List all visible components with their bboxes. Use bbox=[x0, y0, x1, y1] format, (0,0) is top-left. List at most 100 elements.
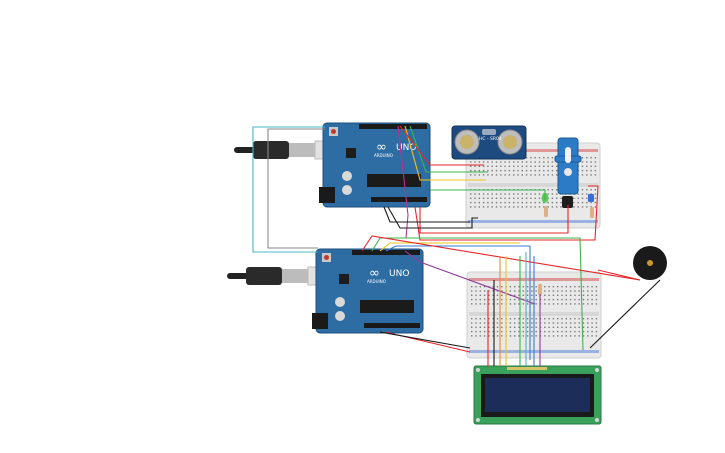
breadboard-hole bbox=[492, 330, 494, 333]
breadboard-hole bbox=[482, 174, 485, 176]
breadboard-hole bbox=[548, 286, 550, 288]
breadboard-hole bbox=[514, 335, 516, 337]
breadboard-hole bbox=[534, 174, 536, 176]
breadboard-hole bbox=[509, 298, 512, 301]
breadboard-hole bbox=[552, 294, 555, 296]
breadboard-hole bbox=[518, 290, 520, 292]
breadboard-hole bbox=[478, 165, 480, 167]
breadboard-hole bbox=[500, 193, 502, 195]
breadboard-hole bbox=[557, 326, 559, 328]
breadboard-hole bbox=[544, 318, 546, 320]
usb-cable-icon bbox=[227, 266, 333, 286]
breadboard-hole bbox=[521, 174, 523, 176]
breadboard-hole bbox=[471, 286, 473, 288]
breadboard-hole bbox=[509, 322, 512, 324]
breadboard-hole bbox=[574, 326, 576, 328]
servo-motor[interactable] bbox=[554, 137, 582, 195]
blue-component[interactable] bbox=[588, 194, 594, 202]
piezo-buzzer[interactable] bbox=[633, 246, 667, 280]
breadboard-hole bbox=[574, 303, 576, 305]
breadboard-hole bbox=[514, 318, 516, 320]
breadboard-hole bbox=[534, 169, 536, 172]
breadboard-hole bbox=[483, 326, 486, 328]
breadboard-hole bbox=[587, 322, 589, 324]
breadboard-hole bbox=[551, 157, 554, 159]
breadboard-hole bbox=[488, 294, 490, 296]
breadboard-hole bbox=[513, 169, 515, 172]
breadboard-hole bbox=[500, 174, 502, 176]
breadboard-hole bbox=[525, 161, 528, 163]
breadboard-hole bbox=[551, 197, 554, 199]
breadboard-hole bbox=[479, 330, 481, 333]
arduino-uno-bottom[interactable]: ∞ UNO ARDUINO bbox=[312, 248, 424, 334]
breadboard-hole bbox=[500, 169, 502, 172]
breadboard-hole bbox=[488, 322, 490, 324]
breadboard-hole bbox=[548, 326, 550, 328]
breadboard-hole bbox=[534, 206, 536, 208]
breadboard-hole bbox=[557, 322, 559, 324]
breadboard-hole bbox=[509, 335, 512, 337]
breadboard-hole bbox=[574, 318, 576, 320]
breadboard-hole bbox=[525, 174, 528, 176]
breadboard-hole bbox=[487, 193, 489, 195]
breadboard-hole bbox=[547, 174, 549, 176]
arduino-uno-top[interactable]: ∞ UNO ARDUINO bbox=[319, 122, 431, 208]
breadboard-hole bbox=[586, 161, 588, 163]
breadboard-hole bbox=[514, 322, 516, 324]
breadboard-hole bbox=[552, 286, 555, 288]
breadboard-hole bbox=[504, 174, 506, 176]
breadboard-hole bbox=[518, 298, 520, 301]
breadboard-hole bbox=[495, 169, 498, 172]
breadboard-hole bbox=[578, 330, 580, 333]
breadboard-hole bbox=[474, 206, 476, 208]
breadboard-hole bbox=[478, 161, 480, 163]
breadboard-hole bbox=[508, 174, 511, 176]
breadboard-hole bbox=[595, 318, 598, 320]
breadboard-hole bbox=[531, 294, 533, 296]
breadboard-hole bbox=[530, 161, 532, 163]
breadboard-hole bbox=[556, 165, 558, 167]
breadboard-hole bbox=[569, 303, 572, 305]
breadboard-hole bbox=[561, 326, 563, 328]
breadboard-hole bbox=[526, 326, 529, 328]
breadboard-hole bbox=[552, 318, 555, 320]
breadboard-hole bbox=[565, 294, 567, 296]
breadboard-hole bbox=[495, 161, 498, 163]
breadboard-hole bbox=[509, 286, 512, 288]
breadboard-hole bbox=[496, 322, 499, 324]
lcd-16x2-display[interactable] bbox=[473, 365, 602, 425]
breadboard-hole bbox=[547, 193, 549, 195]
breadboard-hole bbox=[535, 335, 537, 337]
breadboard-hole bbox=[522, 326, 524, 328]
resistor-icon[interactable] bbox=[590, 207, 594, 218]
breadboard-hole bbox=[501, 303, 503, 305]
breadboard-hole bbox=[492, 286, 494, 288]
breadboard-hole bbox=[538, 193, 541, 195]
breadboard-hole bbox=[552, 330, 555, 333]
breadboard-hole bbox=[479, 286, 481, 288]
transistor-icon[interactable] bbox=[562, 196, 573, 208]
breadboard-hole bbox=[557, 303, 559, 305]
breadboard-hole bbox=[591, 322, 593, 324]
breadboard-hole bbox=[557, 298, 559, 301]
breadboard-hole bbox=[478, 201, 480, 204]
breadboard-hole bbox=[491, 169, 493, 172]
breadboard-hole bbox=[578, 335, 580, 337]
breadboard-hole bbox=[531, 298, 533, 301]
resistor-icon[interactable] bbox=[544, 206, 548, 217]
breadboard-hole bbox=[543, 206, 545, 208]
breadboard-hole bbox=[478, 197, 480, 199]
breadboard-hole bbox=[492, 290, 494, 292]
breadboard-hole bbox=[509, 326, 512, 328]
breadboard-hole bbox=[591, 298, 593, 301]
breadboard-hole bbox=[560, 201, 562, 204]
ultrasonic-sensor-hc-sr04[interactable]: HC - SR04 bbox=[451, 125, 527, 160]
breadboard-hole bbox=[581, 165, 584, 167]
breadboard-hole bbox=[513, 206, 515, 208]
breadboard-hole bbox=[543, 165, 545, 167]
breadboard-hole bbox=[479, 318, 481, 320]
resistor-icon[interactable] bbox=[538, 284, 542, 295]
breadboard-hole bbox=[577, 193, 579, 195]
breadboard-hole bbox=[530, 206, 532, 208]
